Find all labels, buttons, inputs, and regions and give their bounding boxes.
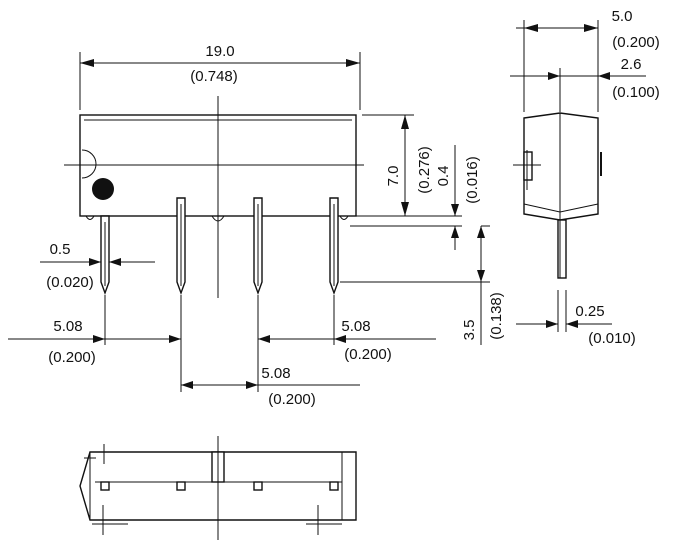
width-dimension: 5.0 (0.200) bbox=[516, 8, 660, 112]
pin-length-dimension: 3.5 (0.138) bbox=[340, 225, 505, 345]
pin-thickness-mm-label: 0.25 bbox=[575, 303, 604, 320]
bottom-view bbox=[79, 436, 357, 540]
pitch-right-mm-label: 5.08 bbox=[341, 318, 370, 335]
pin-length-mm-label: 3.5 bbox=[461, 320, 478, 341]
side-body bbox=[523, 112, 599, 221]
length-in-label: (0.748) bbox=[190, 68, 238, 85]
pitch-center-dimension: 5.08 (0.200) bbox=[181, 365, 360, 408]
pin-offset-in-label: (0.100) bbox=[612, 84, 660, 101]
length-dimension: 19.0 (0.748) bbox=[79, 43, 361, 110]
pitch-right-in-label: (0.200) bbox=[344, 346, 392, 363]
pin-offset-mm-label: 2.6 bbox=[621, 56, 642, 73]
height-in-label: (0.276) bbox=[416, 146, 433, 194]
notch-marker bbox=[81, 149, 97, 179]
standoff-in-label: (0.016) bbox=[464, 156, 481, 204]
width-in-label: (0.200) bbox=[612, 34, 660, 51]
pin-width-in-label: (0.020) bbox=[46, 274, 94, 291]
side-pin bbox=[557, 219, 567, 279]
pins bbox=[100, 197, 339, 296]
pin-thickness-in-label: (0.010) bbox=[588, 330, 636, 347]
length-mm-label: 19.0 bbox=[205, 43, 234, 60]
width-mm-label: 5.0 bbox=[612, 8, 633, 25]
pitch-left-dimension: 5.08 (0.200) bbox=[8, 318, 181, 366]
pitch-center-mm-label: 5.08 bbox=[261, 365, 290, 382]
pin-length-in-label: (0.138) bbox=[488, 292, 505, 340]
pin-1-dot-marker bbox=[92, 178, 114, 200]
front-view: 19.0 (0.748) 7.0 (0.276) 0.4 (0.016) bbox=[8, 43, 505, 408]
pin-width-dimension: 0.5 (0.020) bbox=[40, 241, 155, 291]
pitch-left-in-label: (0.200) bbox=[48, 349, 96, 366]
height-dimension: 7.0 (0.276) bbox=[362, 114, 433, 216]
pin-thickness-dimension: 0.25 (0.010) bbox=[516, 290, 636, 347]
height-mm-label: 7.0 bbox=[385, 166, 402, 187]
pitch-right-dimension: 5.08 (0.200) bbox=[258, 318, 436, 363]
standoff-mm-label: 0.4 bbox=[435, 166, 452, 187]
pitch-left-mm-label: 5.08 bbox=[53, 318, 82, 335]
pitch-center-in-label: (0.200) bbox=[268, 391, 316, 408]
pin-offset-dimension: 2.6 (0.100) bbox=[510, 56, 660, 112]
side-view: 5.0 (0.200) 2.6 (0.100) 0.25 (0.010) bbox=[510, 8, 660, 347]
standoff-dimension: 0.4 (0.016) bbox=[350, 145, 481, 250]
pin-width-mm-label: 0.5 bbox=[50, 241, 71, 258]
